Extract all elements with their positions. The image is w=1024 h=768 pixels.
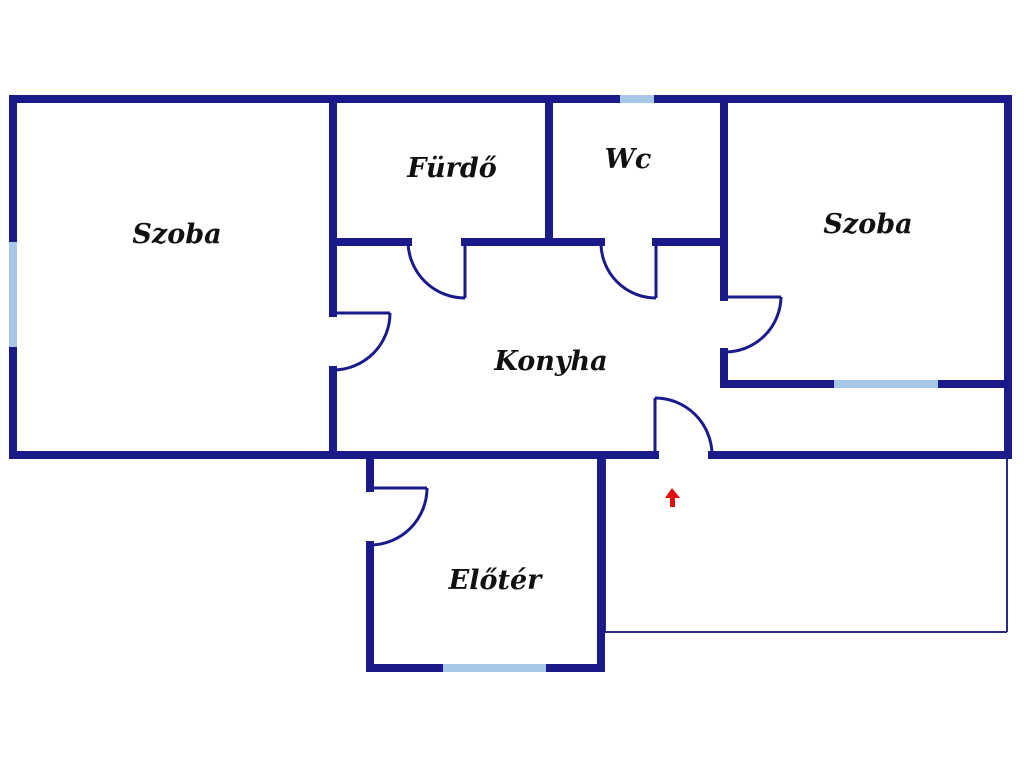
doors	[332, 241, 783, 547]
room-label-szoba-left: Szoba	[132, 219, 221, 250]
room-label-konyha: Konyha	[493, 346, 607, 377]
red-up-arrow-icon	[665, 488, 680, 507]
room-label-furdo: Fürdő	[406, 153, 496, 184]
room-label-wc: Wc	[605, 144, 652, 175]
room-label-szoba-right: Szoba	[823, 209, 912, 240]
terrace-outline	[604, 455, 1008, 633]
room-label-eloter: Előtér	[448, 565, 543, 596]
door-konyha-entrance	[653, 396, 714, 456]
door-furdo	[406, 241, 467, 300]
door-szoba-right	[723, 295, 783, 354]
door-szoba-left	[332, 311, 392, 372]
door-eloter	[369, 486, 429, 547]
door-wc	[599, 241, 658, 300]
windows	[9, 95, 938, 672]
